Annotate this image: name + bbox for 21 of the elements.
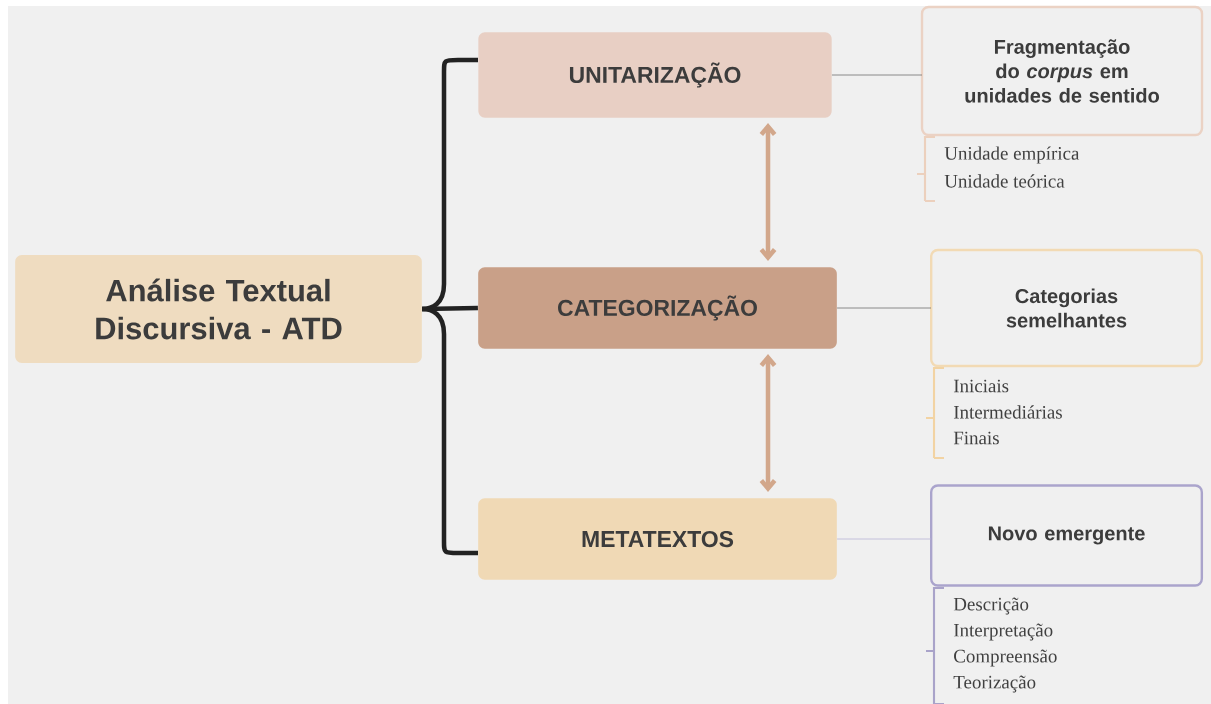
list-item: Interpretação xyxy=(953,623,1053,641)
list-item: Iniciais xyxy=(953,379,1009,393)
concept-box: Categorias semelhantes xyxy=(929,248,1204,368)
list-item: Teorização xyxy=(953,675,1036,693)
brace xyxy=(421,306,478,556)
arrow xyxy=(759,354,777,492)
topic-box: Análise Textual Discursiva - ATD xyxy=(15,255,422,363)
stage-box: CATEGORIZAÇÃO xyxy=(478,267,837,349)
list-item: Descrição xyxy=(953,597,1029,615)
connector-line xyxy=(836,307,932,309)
concept-box: Fragmentação do corpus em unidades de sentido xyxy=(920,5,1204,137)
arrow xyxy=(759,123,777,261)
list-item: Unidade teórica xyxy=(944,174,1065,188)
stage-box: UNITARIZAÇÃO xyxy=(478,32,832,118)
concept-box: Novo emergente xyxy=(929,484,1204,587)
stage-box: METATEXTOS xyxy=(478,498,837,580)
connector-line xyxy=(831,74,923,76)
list-item: Compreensão xyxy=(954,649,1057,667)
list-item: Finais xyxy=(953,431,999,445)
list-item: Unidade empírica xyxy=(944,146,1080,164)
list-item: Intermediárias xyxy=(953,405,1062,419)
